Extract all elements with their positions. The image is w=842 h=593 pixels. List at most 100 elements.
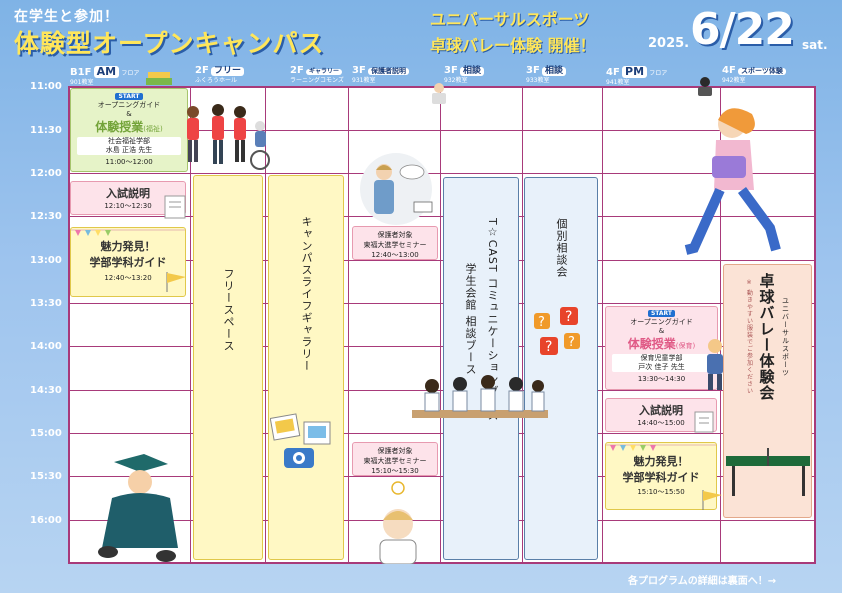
event-title: キャンパスライフギャラリー bbox=[300, 216, 313, 372]
teacher-illustration bbox=[707, 339, 723, 390]
gridline bbox=[68, 216, 816, 217]
time-label: 12:00 bbox=[30, 168, 62, 179]
column-header-b1f: B1F AM フロア 901教室 bbox=[70, 66, 160, 86]
event-title: T☆CAST コミュニケーションブース bbox=[486, 218, 499, 422]
start-badge: START bbox=[647, 310, 676, 317]
column-tag: AM bbox=[93, 66, 120, 78]
header-weekday: sat. bbox=[802, 38, 828, 52]
bunting-decoration bbox=[606, 443, 716, 453]
column-header-933: 3F 相談 933教室 bbox=[526, 65, 604, 86]
event-title: 卓球バレー体験会 bbox=[757, 273, 776, 401]
header-subtitle: 在学生と参加！ bbox=[14, 9, 119, 25]
column-floor: 4F bbox=[722, 65, 736, 76]
column-room: 901教室 bbox=[70, 78, 94, 86]
column-room: 933教室 bbox=[526, 76, 550, 84]
event-line: 東福大進学セミナー bbox=[363, 241, 427, 249]
event-title: 入試説明 bbox=[639, 404, 683, 417]
time-label: 15:00 bbox=[30, 428, 62, 439]
gridline bbox=[720, 86, 721, 564]
event-line: 保護者対象 bbox=[377, 231, 413, 239]
gridline bbox=[68, 173, 816, 174]
pm-trial-lesson: START オープニングガイド & 体験授業(保育) 保育児童学部 戸次 佳子 … bbox=[605, 306, 718, 390]
table-volleyball-session: ユニバーサルスポーツ 卓球バレー体験会 ※ 動きやすい服装でご参加ください bbox=[723, 264, 812, 518]
gridline bbox=[68, 520, 816, 521]
ping-pong-table-illustration bbox=[726, 448, 810, 496]
column-room: 932教室 bbox=[444, 76, 468, 84]
column-room: 941教室 bbox=[606, 78, 630, 86]
books-icon bbox=[146, 72, 172, 85]
people-illustration bbox=[187, 104, 270, 170]
column-header-free: 2F フリー ふくろうホール bbox=[195, 65, 270, 86]
column-tag: 相談 bbox=[542, 66, 567, 77]
am-trial-lesson: START オープニングガイド & 体験授業(福祉) 社会福祉学部 水島 正浩 … bbox=[70, 88, 188, 172]
gridline bbox=[68, 346, 816, 347]
event-note: (福祉) bbox=[143, 125, 163, 133]
event-subtitle: 学部学科ガイド bbox=[89, 256, 167, 269]
campus-gallery: キャンパスライフギャラリー bbox=[268, 175, 344, 560]
event-note: ※ 動きやすい服装でご参加ください bbox=[745, 279, 753, 395]
event-time: 15:10〜15:30 bbox=[371, 467, 419, 475]
column-floor: 2F bbox=[195, 65, 209, 76]
event-line: オープニングガイド bbox=[97, 101, 161, 109]
event-line: & bbox=[126, 110, 132, 118]
column-header-pm: 4F PM フロア 941教室 bbox=[606, 66, 718, 86]
event-time: 12:10〜12:30 bbox=[104, 202, 152, 210]
parent-seminar-2: 保護者対象 東福大進学セミナー 15:10〜15:30 bbox=[352, 442, 438, 476]
event-title: 個別相談会 bbox=[555, 218, 568, 278]
gridline bbox=[68, 260, 816, 261]
event-line: オープニングガイド bbox=[630, 318, 693, 326]
individual-consultation: 個別相談会 bbox=[524, 177, 598, 560]
column-tag: フリー bbox=[211, 66, 245, 77]
gridline bbox=[440, 86, 441, 564]
column-floor: 2F bbox=[290, 65, 304, 76]
column-tag: PM bbox=[622, 66, 648, 78]
document-icon bbox=[694, 411, 714, 433]
event-title: 魅力発見！ bbox=[633, 455, 689, 468]
column-room: 942教室 bbox=[722, 76, 746, 84]
column-room: ラーニングコモンズ bbox=[290, 76, 344, 84]
event-time: 11:00〜12:00 bbox=[105, 158, 153, 167]
document-icon bbox=[164, 195, 186, 219]
gridline bbox=[265, 86, 266, 564]
column-floor: 3F bbox=[444, 65, 458, 76]
gridline bbox=[68, 130, 816, 131]
event-teacher: 水島 正浩 先生 bbox=[105, 146, 153, 155]
event-line: & bbox=[658, 327, 665, 335]
event-title: フリースペース bbox=[222, 268, 235, 352]
svg-text:?: ? bbox=[538, 315, 545, 330]
time-label: 14:00 bbox=[30, 341, 62, 352]
start-badge: START bbox=[115, 93, 143, 100]
footer-note: 各プログラムの詳細は裏面へ！→ bbox=[628, 576, 777, 587]
free-space: フリースペース bbox=[193, 175, 263, 560]
event-time: 13:30〜14:30 bbox=[637, 375, 686, 384]
thinking-man-illustration bbox=[379, 481, 417, 564]
event-dept: 社会福祉学部 bbox=[108, 137, 150, 145]
graduate-illustration bbox=[98, 454, 178, 562]
gridline bbox=[522, 86, 523, 564]
column-room: 931教室 bbox=[352, 76, 376, 84]
time-label: 11:30 bbox=[30, 125, 62, 136]
event-subtitle: 学部学科ガイド bbox=[622, 471, 700, 484]
event-time: 12:40〜13:00 bbox=[371, 251, 419, 259]
event-time: 12:40〜13:20 bbox=[104, 274, 152, 282]
event-title: 魅力発見！ bbox=[100, 240, 156, 253]
event-teacher: 戸次 佳子 先生 bbox=[638, 363, 685, 372]
gridline bbox=[68, 433, 816, 434]
event-dept: 保育児童学部 bbox=[640, 354, 683, 362]
svg-text:?: ? bbox=[545, 339, 552, 355]
column-tag: スポーツ体験 bbox=[738, 67, 786, 76]
consultation-booth: T☆CAST コミュニケーションブース 学生会館 相談ブース bbox=[443, 177, 519, 560]
bunting-decoration bbox=[71, 228, 185, 238]
gridline bbox=[68, 476, 816, 477]
event-small-title: ユニバーサルスポーツ bbox=[781, 297, 790, 377]
flag-icon bbox=[702, 490, 722, 510]
column-floor: 3F bbox=[352, 65, 366, 76]
runner-illustration bbox=[684, 108, 781, 255]
person-icon bbox=[432, 83, 446, 104]
column-tag-sub: フロア bbox=[121, 70, 140, 77]
time-label: 16:00 bbox=[30, 515, 62, 526]
photos-icon bbox=[270, 413, 331, 468]
event-title: 体験授業 bbox=[627, 337, 676, 351]
column-header-sports: 4F スポーツ体験 942教室 bbox=[722, 65, 816, 86]
